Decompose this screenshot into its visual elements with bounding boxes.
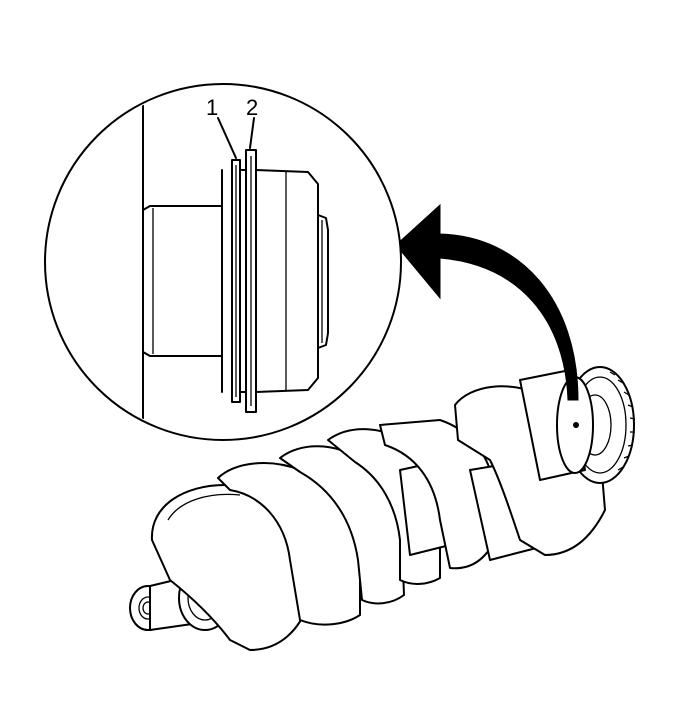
leader-line-1	[217, 117, 237, 159]
detail-view: 1 2	[44, 83, 402, 441]
curved-arrow	[395, 203, 579, 401]
crank-web-2	[217, 462, 361, 626]
leader-line-2	[249, 117, 255, 149]
crankshaft	[129, 366, 636, 651]
callout-1: 1	[206, 95, 218, 120]
callout-2: 2	[246, 95, 258, 120]
